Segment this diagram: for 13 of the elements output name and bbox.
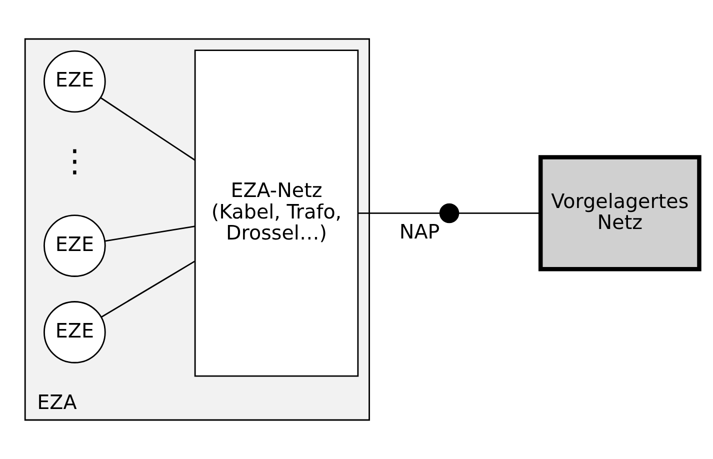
node-circle: EZE [44,50,106,113]
connector [358,212,440,214]
connector [100,260,196,318]
connector [458,212,540,214]
node-label: NAP [399,220,440,244]
connector [100,97,196,161]
node-circle: EZE [44,301,106,364]
label: ⋮ [59,144,90,180]
node-box: EZA-Netz (Kabel, Trafo, Drossel…) [194,50,359,377]
node-circle: EZE [44,214,106,277]
node-box: Vorgelagertes Netz [538,155,702,272]
connector [104,226,196,242]
node-circle [439,203,460,224]
